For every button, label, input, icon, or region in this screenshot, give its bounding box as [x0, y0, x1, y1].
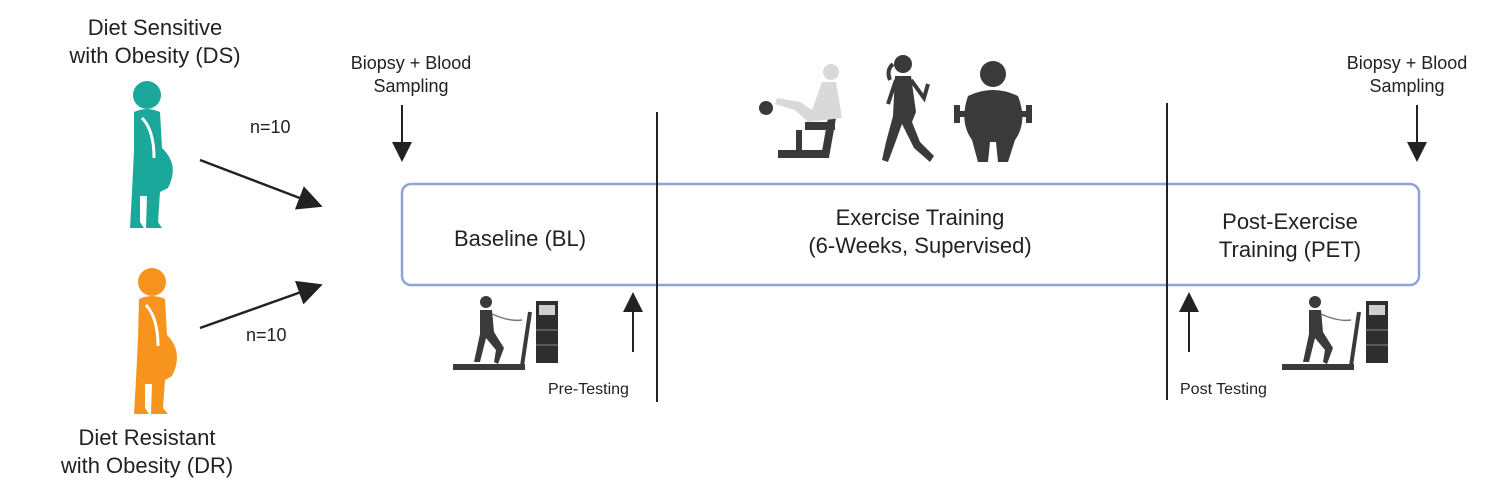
post-testing-label: Post Testing: [1180, 381, 1267, 398]
dr-arrow: [199, 280, 323, 330]
exercise-label: Exercise Training (6-Weeks, Supervised): [760, 204, 1080, 259]
post-treadmill-icon: [1282, 296, 1388, 370]
ds-person-icon: [130, 81, 173, 228]
baseline-label: Baseline (BL): [453, 226, 587, 251]
dr-label-line2: with Obesity (DR): [60, 452, 234, 478]
pre-testing-label: Pre-Testing: [548, 381, 629, 398]
ds-n-label: n=10: [250, 117, 291, 137]
exercise-line1: Exercise Training: [835, 205, 1005, 230]
post-line1: Post-Exercise: [1222, 209, 1358, 234]
ds-group-label: Diet Sensitive with Obesity (DS): [40, 14, 270, 69]
leg-press-icon: [759, 64, 842, 159]
pre-treadmill-icon: [453, 296, 558, 370]
dr-person-icon: [134, 268, 177, 414]
exercise-line2: (6-Weeks, Supervised): [808, 232, 1032, 258]
post-exercise-label: Post-Exercise Training (PET): [1190, 208, 1390, 263]
dumbbell-person-icon: [954, 61, 1032, 162]
walking-woman-icon: [882, 55, 934, 162]
dr-n-label: n=10: [246, 325, 287, 345]
ds-label-line1: Diet Sensitive: [87, 15, 223, 40]
left-sampling-label: Biopsy + Blood Sampling: [336, 52, 486, 97]
right-sampling-line2: Sampling: [1369, 75, 1445, 96]
right-sampling-line1: Biopsy + Blood: [1346, 53, 1468, 73]
ds-arrow: [199, 158, 323, 210]
post-line2: Training (PET): [1218, 236, 1362, 262]
left-sampling-line1: Biopsy + Blood: [350, 53, 472, 73]
dr-group-label: Diet Resistant with Obesity (DR): [32, 424, 262, 479]
left-sampling-line2: Sampling: [373, 75, 449, 96]
dr-label-line1: Diet Resistant: [78, 425, 216, 450]
right-sampling-label: Biopsy + Blood Sampling: [1332, 52, 1482, 97]
ds-label-line2: with Obesity (DS): [69, 42, 241, 68]
